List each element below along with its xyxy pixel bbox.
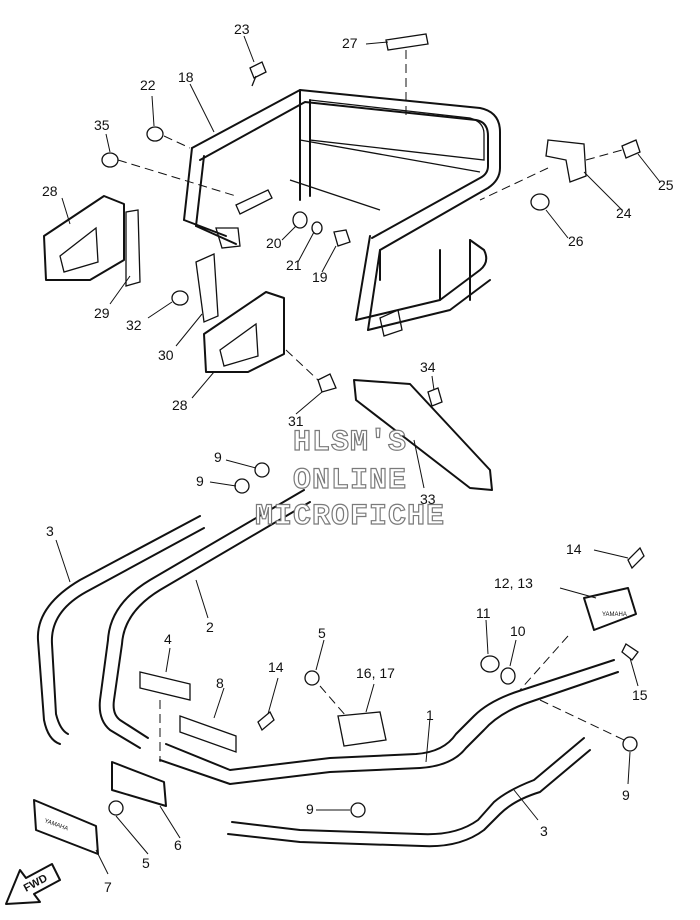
callout-9-a: 9 (214, 449, 222, 465)
callout-9-d: 9 (622, 787, 630, 803)
part-3-trim-left (36, 515, 205, 745)
callout-5-a: 5 (318, 625, 326, 641)
part-6-end-cap (111, 761, 167, 807)
part-35-collar (101, 152, 119, 168)
part-9-screw-d (622, 736, 638, 752)
callout-1: 1 (426, 707, 434, 723)
part-19-nut (333, 229, 351, 247)
callout-22: 22 (140, 77, 156, 93)
part-18-carrier-frame (183, 89, 501, 337)
part-11-nut (480, 655, 500, 673)
part-29-plate (125, 209, 141, 287)
part-21-washer (311, 221, 323, 235)
watermark-line-2: ONLINE (293, 464, 407, 498)
part-20-washer (292, 211, 308, 229)
part-7-grip: YAMAHA (33, 799, 99, 855)
callout-14-a: 14 (566, 541, 582, 557)
callout-25: 25 (658, 177, 674, 193)
part-2-rail-left (98, 489, 311, 749)
callout-34: 34 (420, 359, 436, 375)
part-9-screw-a (254, 462, 270, 478)
callout-9-b: 9 (196, 473, 204, 489)
part-1-rail-main (159, 659, 619, 785)
part-24-bracket (545, 139, 587, 183)
part-16-17-clamp (337, 711, 387, 747)
part-3-trim-right (227, 737, 591, 848)
part-30-stay (195, 253, 219, 323)
part-28-side-bracket-right (203, 291, 285, 373)
callout-27: 27 (342, 35, 358, 51)
callout-4: 4 (164, 631, 172, 647)
leader-lines (55, 35, 661, 875)
callout-11: 11 (476, 605, 491, 621)
callout-26: 26 (568, 233, 584, 249)
part-5-bolt-lower (108, 800, 124, 816)
part-34-bolt (427, 387, 443, 407)
callout-7: 7 (104, 879, 112, 895)
brand-mark-grip: YAMAHA (43, 818, 68, 832)
callout-32: 32 (126, 317, 142, 333)
part-31-bolt (317, 373, 337, 393)
callout-9-c: 9 (306, 801, 314, 817)
callout-24: 24 (616, 205, 632, 221)
callout-6: 6 (174, 837, 182, 853)
callout-16-17: 16, 17 (356, 665, 395, 681)
callout-31: 31 (288, 413, 304, 429)
callout-2: 2 (206, 619, 214, 635)
callout-14-b: 14 (268, 659, 284, 675)
fwd-label: FWD (22, 872, 50, 894)
part-14-screw-a (627, 546, 645, 570)
callout-35: 35 (94, 117, 110, 133)
callout-5-b: 5 (142, 855, 150, 871)
part-26-nut (530, 193, 550, 211)
callout-21: 21 (286, 257, 302, 273)
callout-12-13: 12, 13 (494, 575, 533, 591)
fwd-direction-arrow: FWD (5, 863, 61, 905)
part-8-bracket (179, 715, 237, 753)
brand-mark-mount: YAMAHA (602, 612, 627, 618)
callout-10: 10 (510, 623, 526, 639)
part-23-bolt (249, 61, 267, 87)
callout-33: 33 (420, 491, 436, 507)
watermark-line-1: HLSM'S (293, 426, 407, 460)
part-33-mud-flap (353, 379, 493, 491)
part-32-nut (171, 290, 189, 306)
part-25-bolt (621, 139, 641, 159)
callout-29: 29 (94, 305, 110, 321)
callout-28-b: 28 (172, 397, 188, 413)
callout-18: 18 (178, 69, 194, 85)
callout-15: 15 (632, 687, 648, 703)
part-5-bolt-upper (304, 670, 320, 686)
part-9-screw-c (350, 802, 366, 818)
callout-labels: 23 27 22 18 35 28 25 24 26 20 21 19 29 3… (42, 21, 674, 895)
part-14-screw-b (257, 710, 275, 732)
callout-20: 20 (266, 235, 282, 251)
part-4-block (139, 671, 191, 701)
part-22-collar (146, 126, 164, 142)
part-27-seat-pad (309, 33, 485, 161)
part-28-side-bracket-left (43, 195, 125, 281)
callout-23: 23 (234, 21, 250, 37)
callout-3-a: 3 (46, 523, 54, 539)
callout-30: 30 (158, 347, 174, 363)
watermark-line-3: MICROFICHE (255, 500, 445, 534)
part-15-screw (621, 643, 639, 661)
part-10-washer (500, 667, 516, 685)
watermark: HLSM'S ONLINE MICROFICHE (254, 425, 445, 534)
callout-3-b: 3 (540, 823, 548, 839)
callout-19: 19 (312, 269, 328, 285)
part-12-13-mount: YAMAHA (583, 587, 637, 631)
callout-28-a: 28 (42, 183, 58, 199)
callout-8: 8 (216, 675, 224, 691)
part-9-screw-b (234, 478, 250, 494)
